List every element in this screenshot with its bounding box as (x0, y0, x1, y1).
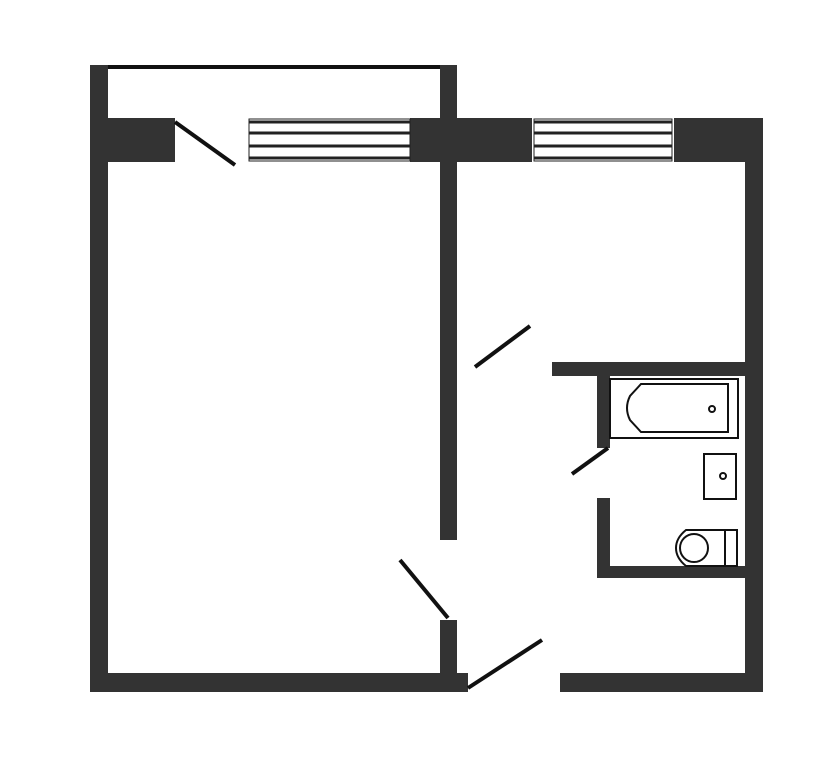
balcony-door-swing (173, 120, 237, 167)
bottom-wall-left (90, 673, 468, 692)
bathroom-left-wall-lower (597, 498, 610, 578)
bathroom-door-swing (570, 446, 610, 476)
entrance-door-swing (466, 638, 544, 690)
partition-wall-lower (440, 620, 457, 675)
top-wall-middle-block (410, 118, 532, 162)
bathroom-top-wall (552, 362, 747, 376)
bottom-wall-right (560, 673, 763, 692)
bathroom-bottom-wall (597, 566, 747, 578)
left-outer-wall (90, 65, 108, 692)
sink (703, 453, 737, 500)
living-room-door-swing (398, 558, 450, 620)
bathroom-left-wall-upper (597, 376, 610, 448)
right-outer-wall (745, 118, 763, 692)
toilet (674, 529, 738, 567)
walls (90, 65, 763, 692)
room-door-swing (473, 324, 532, 369)
top-wall-left-block (108, 118, 175, 162)
partition-wall-upper (440, 160, 457, 540)
window-left (248, 118, 411, 162)
window-right (533, 118, 673, 162)
bathtub (609, 378, 739, 439)
